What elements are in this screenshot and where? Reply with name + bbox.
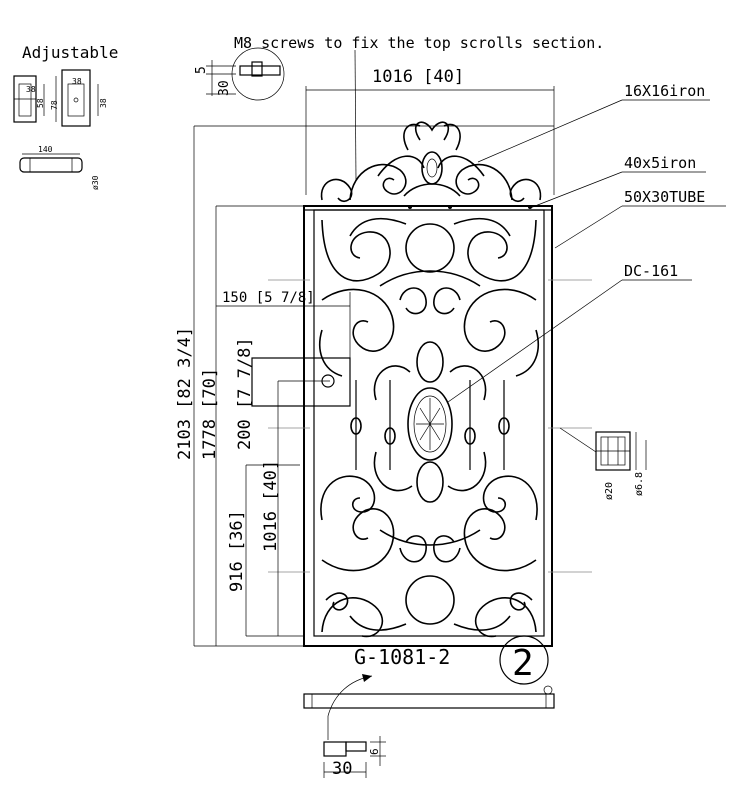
hinge-dim-58: 58 xyxy=(36,98,45,108)
dimension-hinge-offset: 150 [5 7/8] xyxy=(222,290,315,306)
hinge-dim-38a: 38 xyxy=(26,85,36,94)
vertical-dimensions: 2103 [82 3/4] 1778 [70] 150 [5 7/8] 200 … xyxy=(175,125,554,647)
hinge-detail: Adjustable 38 58 78 38 38 140 ø30 xyxy=(13,43,118,190)
dimension-lower-916: 916 [36] xyxy=(227,510,247,592)
gate-scrollwork xyxy=(318,217,540,638)
width-dimension: 1016 [40] xyxy=(372,67,464,87)
hinge-dim-140: 140 xyxy=(38,145,53,154)
tube-dim-6-8: ø6.8 xyxy=(634,472,645,496)
dimension-panel-height: 1778 [70] xyxy=(200,368,220,460)
gate-frame xyxy=(303,205,553,695)
ornament-label: DC-161 xyxy=(624,262,678,280)
dim-bottom-6: 6 xyxy=(368,748,381,755)
dimension-total-height: 2103 [82 3/4] xyxy=(175,327,195,460)
material-label-1: 16X16iron xyxy=(624,82,705,100)
hinge-dim-38-top: 38 xyxy=(72,77,82,86)
bottom-detail: 30 6 xyxy=(323,736,386,779)
dim-bottom-30: 30 xyxy=(332,759,352,779)
dim-top-5: 5 xyxy=(194,66,209,74)
top-scroll-section xyxy=(320,121,542,203)
material-label-3: 50X30TUBE xyxy=(624,188,705,206)
sheet-number: 2 xyxy=(512,643,534,684)
screw-detail-top: 5 30 xyxy=(194,47,285,101)
dimension-hinge-plate: 200 [7 7/8] xyxy=(235,337,255,450)
tube-dim-20: ø20 xyxy=(604,482,615,500)
hinge-dim-38b: 38 xyxy=(99,98,108,108)
tube-section-detail: ø20 ø6.8 xyxy=(559,427,647,500)
material-label-2: 40x5iron xyxy=(624,154,696,172)
hinge-dim-78: 78 xyxy=(50,100,59,110)
bottom-plate xyxy=(303,674,555,740)
hinge-dim-30: ø30 xyxy=(91,175,100,190)
model-label: G-1081-2 xyxy=(354,645,450,669)
dim-top-30: 30 xyxy=(217,80,232,96)
adjustable-label: Adjustable xyxy=(22,43,118,62)
top-note: M8 screws to fix the top scrolls section… xyxy=(234,34,604,52)
dimension-lower-1016: 1016 [40] xyxy=(261,460,281,552)
